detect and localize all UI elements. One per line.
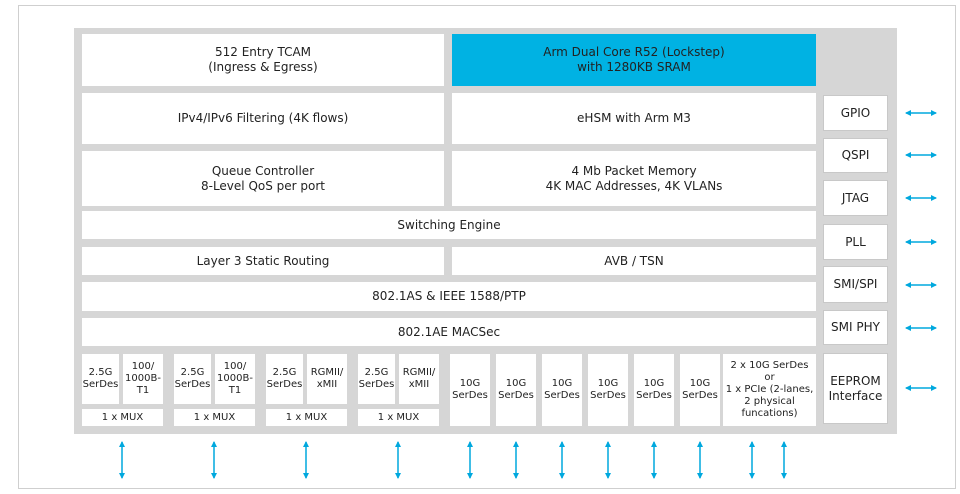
pll-box: PLL: [823, 224, 888, 260]
macsec-block: 802.1AE MACSec: [82, 318, 816, 346]
serdes-2-5g-block: 2.5G SerDes: [266, 354, 303, 404]
serdes-10g-block: 10G SerDes: [450, 354, 490, 426]
serdes-10g-block: 10G SerDes: [634, 354, 674, 426]
serdes-2-5g-block: 2.5G SerDes: [82, 354, 119, 404]
cpu-block: Arm Dual Core R52 (Lockstep) with 1280KB…: [452, 34, 816, 86]
mux-block: 1 x MUX: [358, 409, 439, 426]
serdes-10g-block: 10G SerDes: [496, 354, 536, 426]
tcam-block: 512 Entry TCAM (Ingress & Egress): [82, 34, 444, 86]
ptp-block: 802.1AS & IEEE 1588/PTP: [82, 282, 816, 311]
smi-spi-box: SMI/SPI: [823, 266, 888, 303]
mux-block: 1 x MUX: [82, 409, 163, 426]
gpio-box: GPIO: [823, 95, 888, 131]
phy-t1-block: 100/ 1000B- T1: [215, 354, 255, 404]
mux-block: 1 x MUX: [174, 409, 255, 426]
rgmii-block: RGMII/ xMII: [307, 354, 347, 404]
serdes-10g-block: 10G SerDes: [542, 354, 582, 426]
serdes-2-5g-block: 2.5G SerDes: [174, 354, 211, 404]
phy-t1-block: 100/ 1000B- T1: [123, 354, 163, 404]
switching-engine-block: Switching Engine: [82, 211, 816, 239]
ip-filtering-block: IPv4/IPv6 Filtering (4K flows): [82, 93, 444, 144]
queue-controller-block: Queue Controller 8-Level QoS per port: [82, 151, 444, 206]
rgmii-block: RGMII/ xMII: [399, 354, 439, 404]
chip-block: 512 Entry TCAM (Ingress & Egress) Arm Du…: [74, 28, 897, 434]
packet-memory-block: 4 Mb Packet Memory 4K MAC Addresses, 4K …: [452, 151, 816, 206]
serdes-10g-block: 10G SerDes: [588, 354, 628, 426]
mux-block: 1 x MUX: [266, 409, 347, 426]
qspi-box: QSPI: [823, 138, 888, 173]
pcie-serdes-block: 2 x 10G SerDes or 1 x PCIe (2-lanes, 2 p…: [723, 354, 816, 426]
smi-phy-box: SMI PHY: [823, 310, 888, 345]
serdes-10g-block: 10G SerDes: [680, 354, 720, 426]
ehsm-block: eHSM with Arm M3: [452, 93, 816, 144]
jtag-box: JTAG: [823, 180, 888, 216]
eeprom-interface-box: EEPROM Interface: [823, 353, 888, 424]
l3-routing-block: Layer 3 Static Routing: [82, 247, 444, 275]
avb-tsn-block: AVB / TSN: [452, 247, 816, 275]
serdes-2-5g-block: 2.5G SerDes: [358, 354, 395, 404]
